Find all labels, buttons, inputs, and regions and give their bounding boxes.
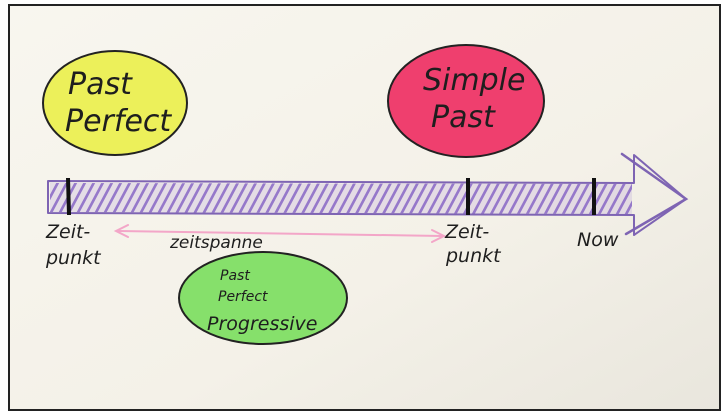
- simple-past-ellipse: [387, 44, 545, 158]
- tick-left: [66, 177, 71, 216]
- zeitspanne-head-left: [113, 224, 129, 238]
- arrow-head-outline: [620, 152, 689, 236]
- timeline-band-hatching: [50, 183, 632, 214]
- simple-past-line2: Past: [431, 100, 496, 135]
- past-perfect-oval: Past Perfect: [42, 50, 188, 156]
- marker-now-label: Now: [577, 229, 619, 251]
- timeline-ticks: [66, 177, 596, 216]
- zeitspanne-arrow: [113, 224, 447, 243]
- simple-past-oval: Simple Past: [387, 44, 545, 158]
- zeitspanne-label: zeitspanne: [169, 233, 263, 253]
- past-perfect-line2: Perfect: [65, 104, 172, 139]
- timeline-arrow: [47, 152, 689, 236]
- marker-left-line2: punkt: [45, 247, 102, 269]
- past-perfect-progressive-oval: Past Perfect Progressive: [178, 251, 348, 345]
- past-perfect-progressive-ellipse: [178, 251, 348, 345]
- timeline-band-outline: [47, 154, 687, 236]
- past-perfect-ellipse: [42, 50, 188, 156]
- past-perfect-line1: Past: [68, 67, 133, 102]
- ppp-line2: Perfect: [218, 289, 268, 305]
- zeitspanne-line: [117, 230, 443, 237]
- zeitspanne-head-right: [431, 229, 447, 243]
- simple-past-line1: Simple: [423, 63, 525, 98]
- marker-left-line1: Zeit-: [45, 221, 90, 243]
- ppp-line1: Past: [220, 268, 250, 284]
- marker-middle-line1: Zeit-: [444, 221, 489, 243]
- marker-middle-line2: punkt: [445, 245, 502, 267]
- timeline-band-wash: [50, 183, 632, 214]
- ppp-line3: Progressive: [207, 313, 317, 335]
